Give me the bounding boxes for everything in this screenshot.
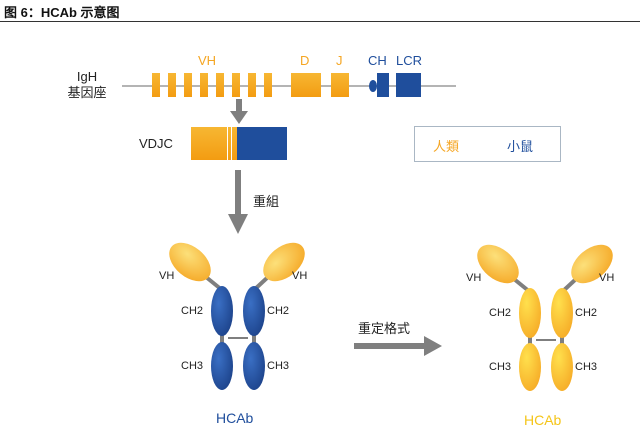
right-ch2-left-label: CH2 <box>489 307 512 319</box>
ch2-domain <box>519 288 541 338</box>
igh-locus-label: IgH 基因座 <box>62 69 112 101</box>
ch-segment <box>377 73 389 97</box>
ch-gene-label: CH <box>368 53 387 68</box>
left-vh-left-label: VH <box>159 270 175 282</box>
left-hcab-title: HCAb <box>216 410 254 426</box>
vdjc-bar <box>191 127 287 160</box>
vh-segments <box>152 73 272 97</box>
d-gene-label: D <box>300 53 310 68</box>
j-segment <box>331 73 349 97</box>
lcr-gene-label: LCR <box>396 53 423 68</box>
species-legend: 人類 小鼠 <box>414 126 561 162</box>
lcr-segment <box>396 73 421 97</box>
ch2-domain <box>551 288 573 338</box>
right-ch3-left-label: CH3 <box>489 361 512 373</box>
ch3-domain <box>551 343 573 391</box>
left-vh-right-label: VH <box>292 270 308 282</box>
left-ch2-right-label: CH2 <box>267 305 290 317</box>
vh-gene-label: VH <box>198 53 217 68</box>
igh-label-line1: IgH <box>76 69 98 84</box>
rearrangement-label: 重組 <box>253 194 280 209</box>
down-arrow-2 <box>228 170 248 234</box>
ch3-domain <box>211 342 233 390</box>
j-gene-label: J <box>336 53 343 68</box>
ch2-domain <box>211 286 233 336</box>
ch-oval <box>369 80 377 92</box>
legend-mouse: 小鼠 <box>507 139 534 154</box>
vh-domain <box>169 242 211 282</box>
vh-domain <box>571 244 613 284</box>
vh-segment <box>152 73 160 97</box>
vh-segment <box>248 73 256 97</box>
figure-title: 图 6：HCAb 示意图 <box>4 5 120 20</box>
left-ch2-left-label: CH2 <box>181 305 204 317</box>
vh-segment <box>184 73 192 97</box>
vh-segment <box>264 73 272 97</box>
right-vh-right-label: VH <box>599 272 615 284</box>
right-ch2-right-label: CH2 <box>575 307 598 319</box>
vh-segment <box>200 73 208 97</box>
vdjc-label: VDJC <box>139 136 173 151</box>
right-vh-left-label: VH <box>466 272 482 284</box>
right-ch3-right-label: CH3 <box>575 361 598 373</box>
d-segment <box>291 73 321 97</box>
legend-human: 人類 <box>433 139 460 154</box>
down-arrow-1 <box>230 99 248 124</box>
ch2-domain <box>243 286 265 336</box>
vh-domain <box>477 244 519 284</box>
antibody-left <box>169 242 305 390</box>
igh-label-line2: 基因座 <box>67 85 107 100</box>
right-hcab-title: HCAb <box>524 412 562 428</box>
vh-segment <box>168 73 176 97</box>
reformat-arrow <box>354 336 442 356</box>
left-ch3-left-label: CH3 <box>181 360 204 372</box>
vh-segment <box>216 73 224 97</box>
title-divider <box>0 21 640 22</box>
antibody-right <box>477 244 613 391</box>
ch3-domain <box>243 342 265 390</box>
left-ch3-right-label: CH3 <box>267 360 290 372</box>
vh-segment <box>232 73 240 97</box>
vh-domain <box>263 242 305 282</box>
reformat-label: 重定格式 <box>358 321 411 336</box>
ch3-domain <box>519 343 541 391</box>
